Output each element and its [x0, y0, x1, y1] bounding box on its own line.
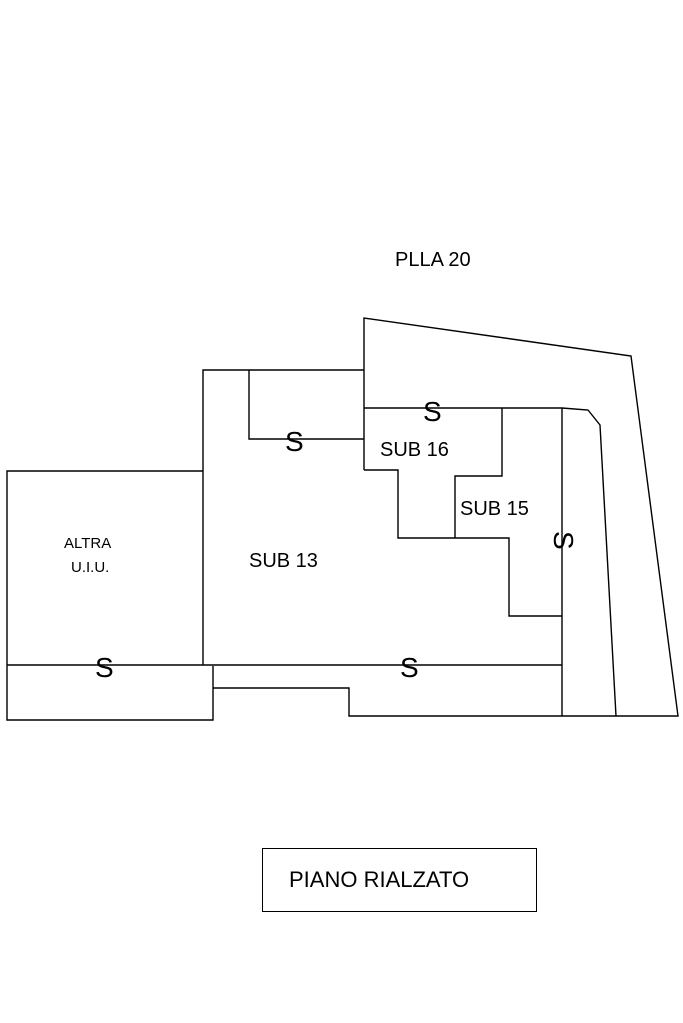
other-unit-label-line1: ALTRA [64, 535, 111, 552]
sub13-bottom-step [213, 687, 562, 717]
sub13-outline [202, 369, 364, 665]
right-wing-outline [363, 317, 679, 717]
sub13-label: SUB 13 [249, 550, 318, 572]
sub15-label: SUB 15 [460, 498, 529, 520]
s-marker-top: S [423, 396, 442, 427]
parcel-label: PLLA 20 [395, 249, 471, 271]
s-marker-left-terrace: S [95, 652, 114, 683]
floor-title-box: PIANO RIALZATO [262, 848, 537, 912]
sub16-label: SUB 16 [380, 439, 449, 461]
sub15-outline [455, 537, 562, 617]
s-marker-notch: S [285, 426, 304, 457]
sub13-notch [248, 370, 364, 440]
sub16-right [454, 408, 503, 538]
other-unit-outline [6, 470, 214, 721]
floor-title: PIANO RIALZATO [289, 867, 470, 892]
sub16-outline [364, 469, 455, 539]
other-unit-label-line2: U.I.U. [71, 559, 109, 576]
s-marker-rotated: S [548, 531, 579, 550]
inner-strip-curve [561, 407, 617, 717]
s-marker-mid-terrace: S [400, 652, 419, 683]
